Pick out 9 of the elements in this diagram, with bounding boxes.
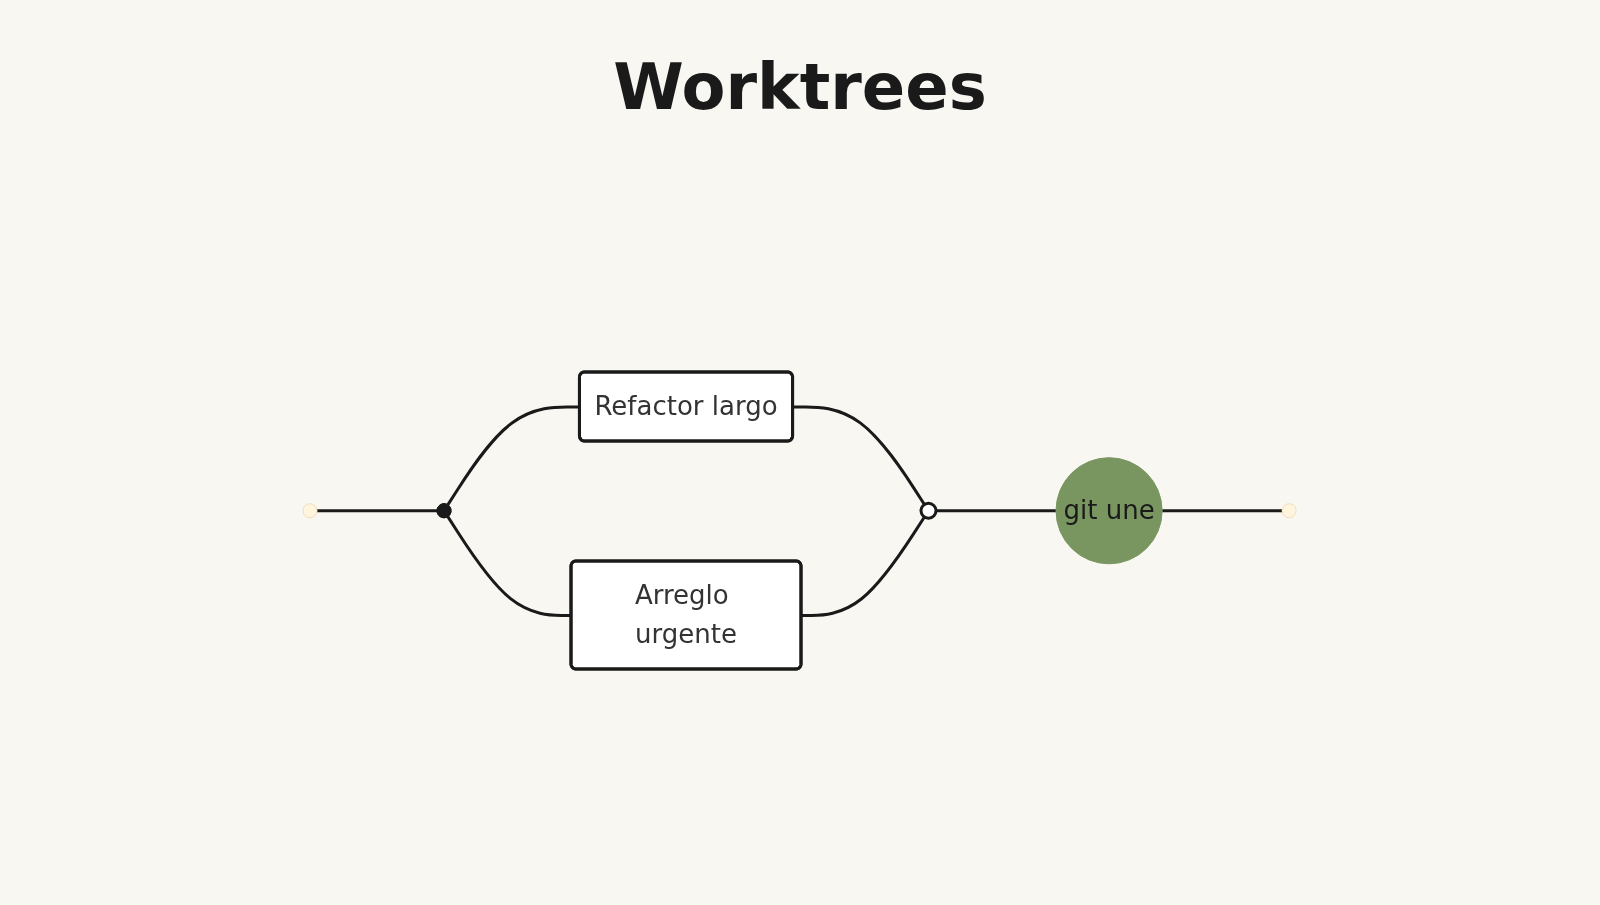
node-circle <box>919 501 938 520</box>
connector <box>1162 508 1283 512</box>
node-circle: git une <box>1055 456 1164 564</box>
title: Worktrees <box>612 50 988 124</box>
connector <box>446 515 572 617</box>
connector <box>793 404 927 505</box>
connector <box>801 515 927 617</box>
connector <box>936 508 1057 512</box>
connector <box>317 508 438 512</box>
